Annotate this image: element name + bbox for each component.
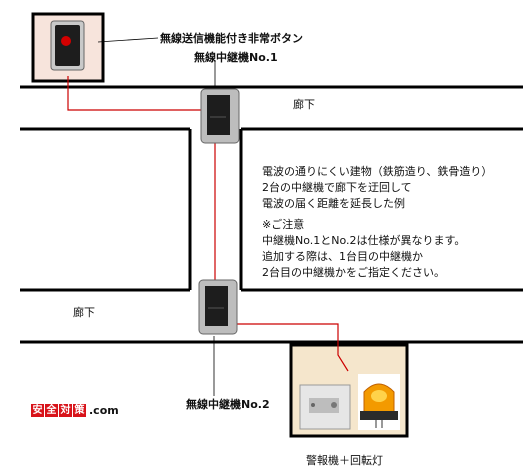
signal-path — [67, 76, 349, 372]
alarm-label: 警報機＋回転灯 — [306, 454, 383, 467]
wireless-button-label: 無線送信機能付き非常ボタン — [160, 32, 303, 45]
emergency-button-red — [61, 36, 71, 46]
emergency-button-device — [50, 20, 85, 71]
rotating-light — [358, 374, 400, 430]
building-walls — [20, 85, 523, 344]
corridor-top-label: 廊下 — [293, 98, 315, 111]
note-line: 2台目の中継機かをご指定ください。 — [262, 266, 445, 279]
relay1-label: 無線中継機No.1 — [194, 51, 278, 64]
site-logo: 安 全 対 策 .com — [31, 403, 119, 417]
note-heading: ※ご注意 — [262, 218, 305, 231]
relay2-label: 無線中継機No.2 — [186, 398, 270, 411]
corridor-left-label: 廊下 — [73, 306, 95, 319]
logo-char: 対 — [59, 403, 72, 417]
logo-char: 全 — [45, 403, 58, 417]
description-line: 電波の通りにくい建物（鉄筋造り、鉄骨造り） — [262, 165, 493, 178]
leader-lines — [97, 37, 216, 396]
description-line: 2台の中継機で廊下を迂回して — [262, 181, 412, 194]
description-line: 電波の届く距離を延長した例 — [262, 197, 405, 210]
logo-char: 策 — [73, 403, 86, 417]
logo-domain: .com — [89, 403, 119, 417]
relay2-device — [198, 279, 238, 335]
note-line: 中継機No.1とNo.2は仕様が異なります。 — [262, 234, 466, 247]
relay1-device — [200, 88, 240, 144]
logo-char: 安 — [31, 403, 44, 417]
alarm-unit — [299, 384, 351, 430]
note-line: 追加する際は、1台目の中継機か — [262, 250, 423, 263]
